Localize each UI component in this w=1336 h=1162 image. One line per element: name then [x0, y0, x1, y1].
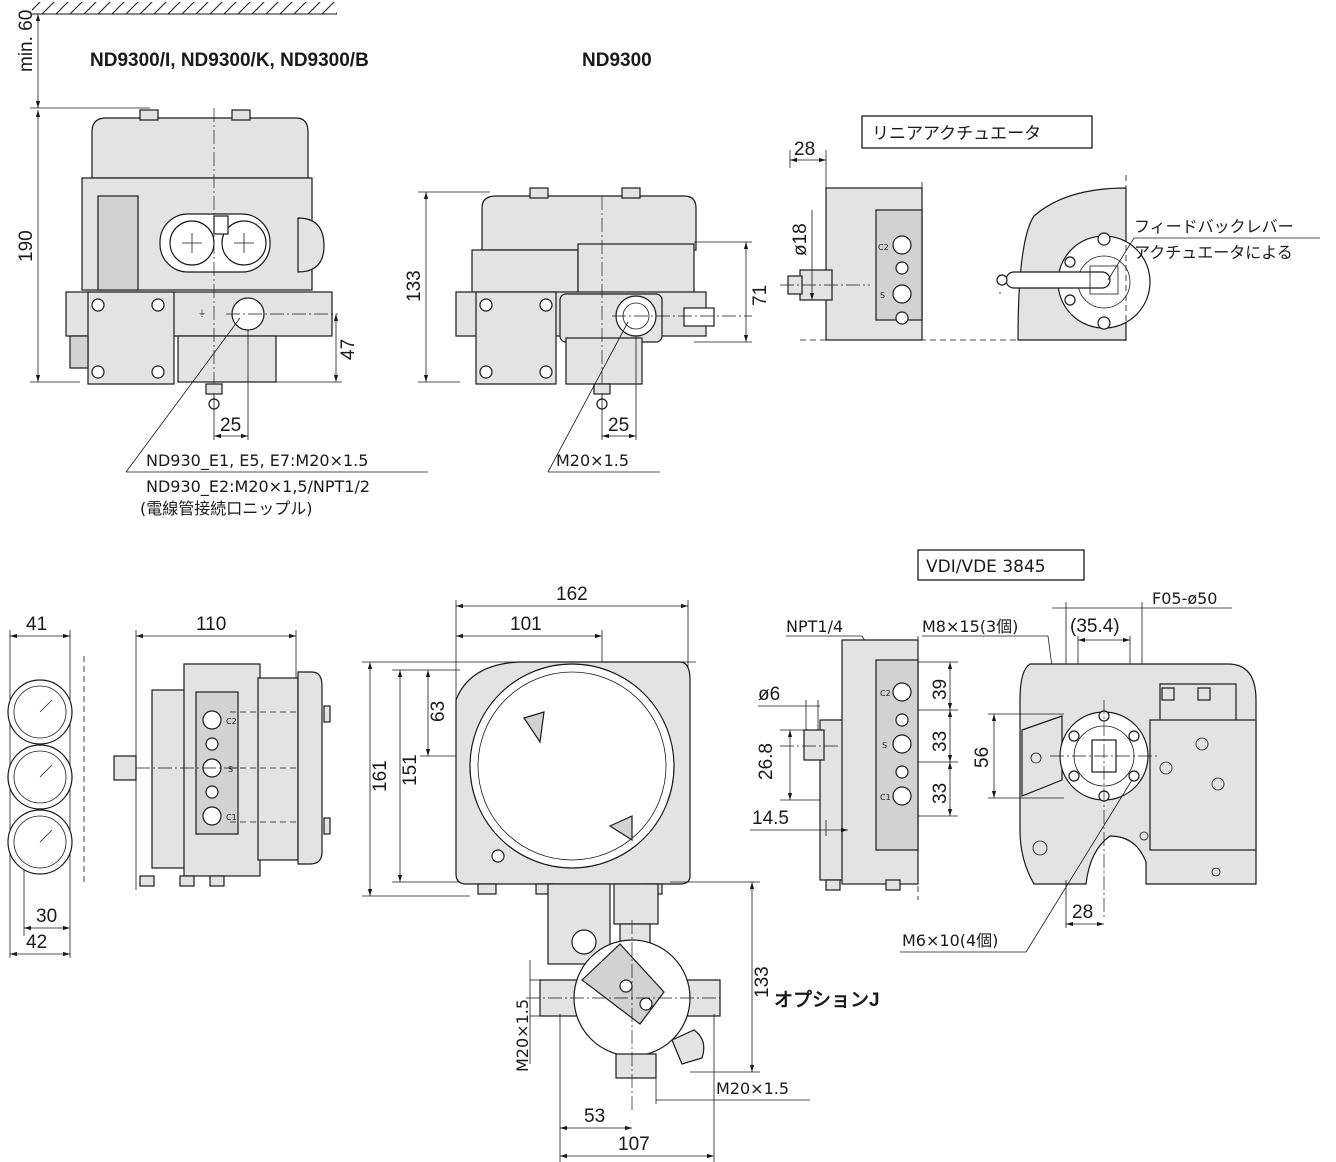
heading-model-left: ND9300/I, ND9300/K, ND9300/B	[90, 50, 369, 71]
label-m20-left: M20×1.5	[513, 999, 532, 1072]
vdi-view: F05-ø50 M8×15(3個) (35.4)	[900, 589, 1257, 953]
dim-28-vdi: 28	[1072, 902, 1093, 923]
dim-53: 53	[584, 1106, 605, 1127]
linear-actuator-view: 28 C2 S ø18 フィードバックレバー	[780, 139, 1320, 342]
dim-151: 151	[400, 754, 421, 786]
conduit-note-line1: ND930_E1, E5, E7:M20×1.5	[146, 451, 368, 471]
label-m8: M8×15(3個)	[922, 617, 1018, 636]
svg-text:S: S	[228, 765, 233, 774]
svg-text:リニアアクチュエータ: リニアアクチュエータ	[872, 124, 1041, 144]
dim-phi6: ø6	[758, 684, 780, 705]
dim-161: 161	[370, 760, 391, 792]
dim-25-mid: 25	[608, 415, 629, 436]
side-view: 110 C2 S C1	[113, 614, 331, 890]
gauge-view: 41 30 42	[7, 614, 85, 958]
label-f05: F05-ø50	[1152, 589, 1217, 608]
dim-133-top: 133	[404, 270, 425, 302]
top-middle-view: 133 71 25 M20×1.5	[404, 187, 771, 473]
ports-view: NPT1/4 C2 S C1 39 33 33 ø6	[750, 617, 958, 900]
front-view: 162 101 161 151 63	[362, 584, 696, 897]
svg-text:S: S	[880, 291, 885, 300]
option-j-view: 133 M20×1.5 M20×1.5 53 107	[513, 881, 810, 1162]
dim-30: 30	[36, 906, 57, 927]
heading-linear-actuator-box: リニアアクチュエータ	[861, 115, 1093, 149]
heading-model-right: ND9300	[582, 50, 652, 71]
dim-110: 110	[196, 614, 226, 635]
svg-text:C2: C2	[878, 243, 889, 252]
dim-42: 42	[26, 932, 47, 953]
dim-33-a: 33	[930, 731, 951, 752]
label-m6: M6×10(4個)	[902, 931, 998, 950]
dim-28-linear: 28	[794, 139, 815, 160]
dim-26-8: 26.8	[756, 743, 777, 780]
dim-min-60: min. 60	[16, 10, 37, 72]
svg-text:S: S	[882, 741, 887, 750]
dim-190: 190	[16, 230, 37, 262]
svg-text:⏚: ⏚	[198, 309, 206, 318]
dim-33-b: 33	[930, 783, 951, 804]
dim-162: 162	[556, 584, 588, 605]
heading-vdi-box: VDI/VDE 3845	[917, 549, 1085, 581]
dim-56: 56	[972, 747, 993, 768]
dim-39: 39	[930, 679, 951, 700]
svg-text:C2: C2	[226, 717, 237, 726]
dim-35-4: (35.4)	[1070, 616, 1120, 637]
conduit-note-line3: (電線管接続口ニップル)	[140, 499, 313, 518]
dim-25-left: 25	[220, 415, 241, 436]
dim-63: 63	[428, 701, 449, 722]
top-left-view: min. 60 190 ⏚	[16, 2, 428, 473]
dim-14-5: 14.5	[752, 808, 789, 829]
svg-text:VDI/VDE 3845: VDI/VDE 3845	[926, 557, 1046, 577]
dim-71: 71	[750, 285, 771, 306]
svg-text:C2: C2	[880, 689, 891, 698]
dim-133-option: 133	[752, 966, 773, 998]
svg-text:C1: C1	[226, 813, 237, 822]
dim-47: 47	[338, 339, 359, 360]
conduit-note-line2: ND930_E2:M20×1,5/NPT1/2	[146, 477, 370, 497]
label-m20-top: M20×1.5	[556, 451, 629, 470]
label-npt-1-4: NPT1/4	[786, 617, 843, 636]
label-by-actuator: アクチュエータによる	[1134, 243, 1293, 262]
dim-phi18: ø18	[790, 223, 811, 256]
dim-101: 101	[510, 614, 542, 635]
label-feedback-lever: フィードバックレバー	[1134, 217, 1294, 236]
heading-option-j: オプションJ	[774, 988, 880, 1011]
dim-107: 107	[618, 1134, 650, 1155]
label-m20-right: M20×1.5	[716, 1079, 789, 1098]
svg-text:C1: C1	[880, 793, 891, 802]
dim-41: 41	[26, 614, 47, 635]
